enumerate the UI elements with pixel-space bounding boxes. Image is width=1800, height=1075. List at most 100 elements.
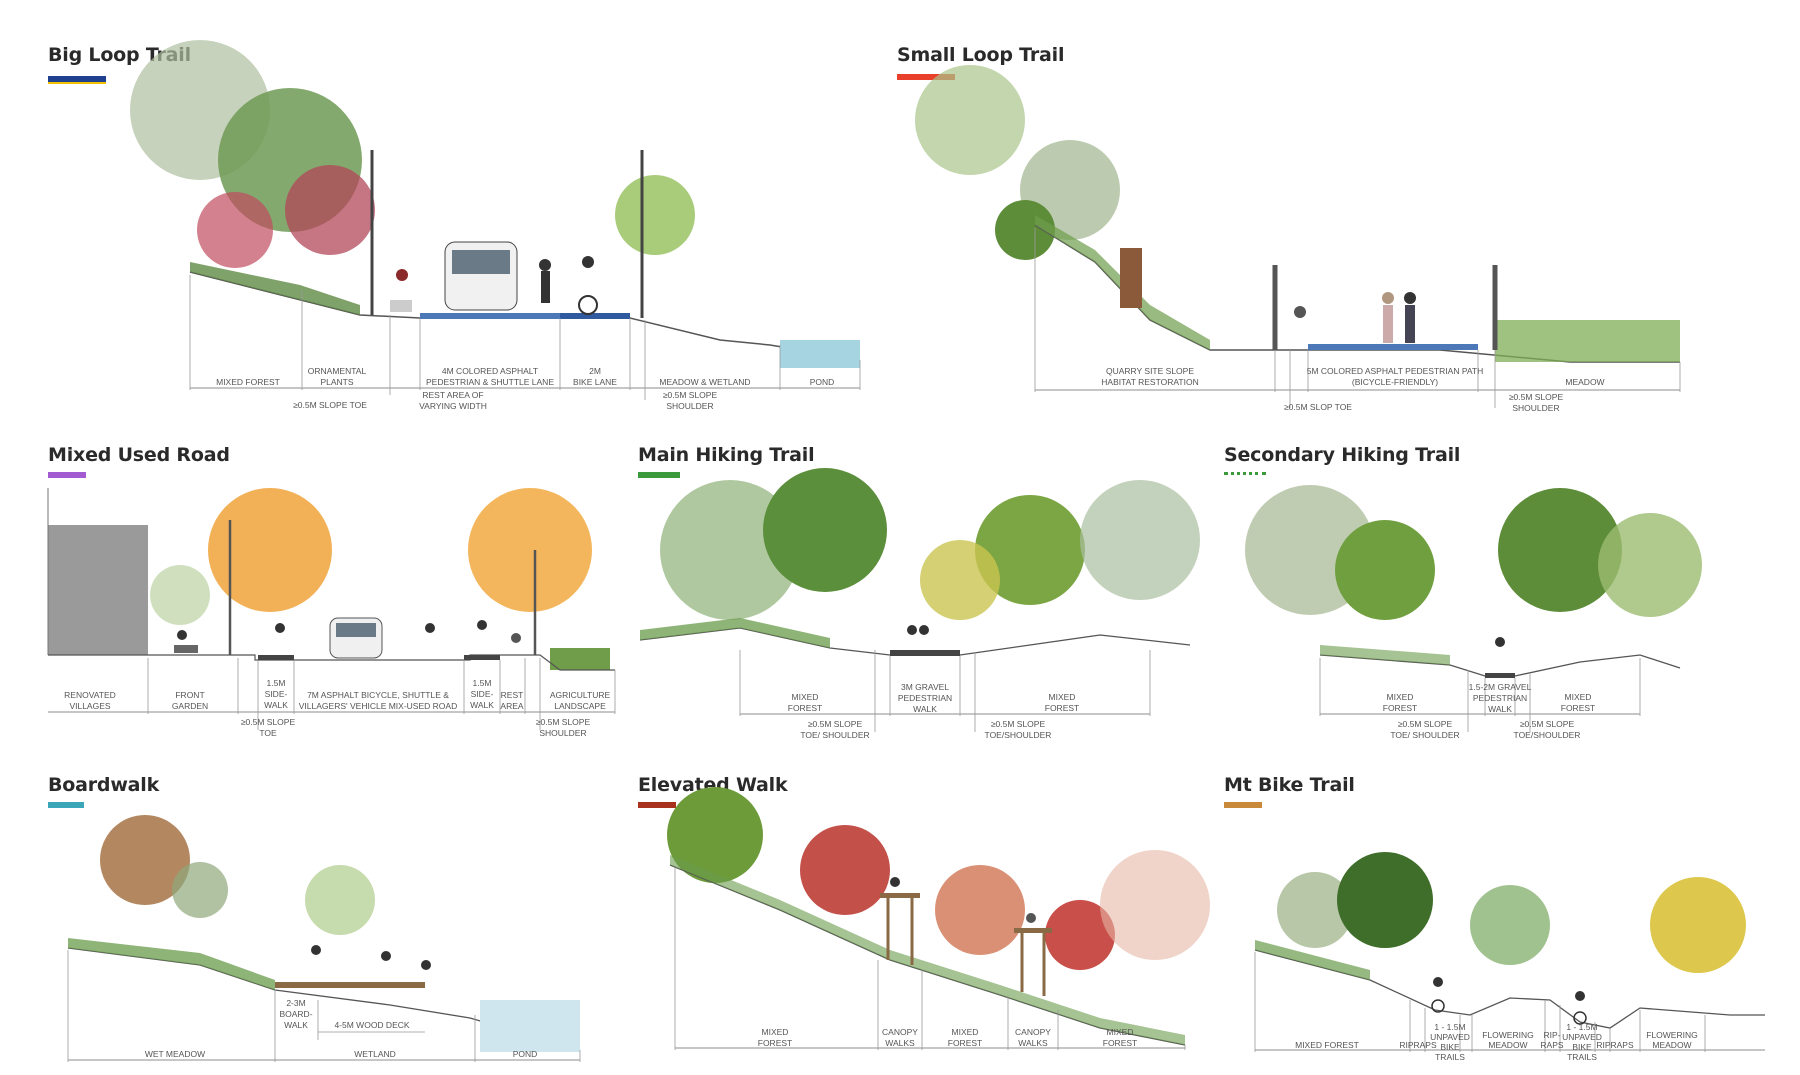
legend-swatch — [1224, 472, 1266, 475]
person — [890, 877, 900, 887]
dimension-label: MEADOW & WETLAND — [659, 377, 750, 387]
dimension-label: ≥0.5M SLOPE — [1509, 392, 1564, 402]
dimension-label: SHOULDER — [666, 401, 713, 411]
tree — [1100, 850, 1210, 960]
tree — [1080, 480, 1200, 600]
person — [907, 625, 917, 635]
tree — [1498, 488, 1622, 612]
person — [1026, 913, 1036, 923]
vegetation-band — [190, 262, 360, 315]
dimension-label: WALKS — [1018, 1038, 1048, 1048]
mt-bike-section-drawing: MIXED FOREST RIPRAPS 1 - 1.5M UNPAVED BI… — [1254, 852, 1765, 1062]
small-loop-section-drawing: QUARRY SITE SLOPE HABITAT RESTORATION 5M… — [915, 65, 1681, 413]
vegetation-band — [68, 938, 275, 990]
legend-swatch — [1224, 802, 1262, 808]
dimension-label: VILLAGERS' VEHICLE MIX-USED ROAD — [299, 701, 457, 711]
section-title: Boardwalk — [48, 774, 160, 796]
shuttle-window — [336, 623, 376, 637]
dimension-label: FLOWERING — [1646, 1030, 1697, 1040]
dimension-label: GARDEN — [172, 701, 208, 711]
tree — [150, 565, 210, 625]
dimension-label: PEDESTRIAN — [898, 693, 952, 703]
dimension-label: SIDE- — [471, 689, 494, 699]
dimension-label: MIXED — [1387, 692, 1414, 702]
dimension-label: TOE — [259, 728, 277, 738]
dimension-label: ≥0.5M SLOP TOE — [1284, 402, 1352, 412]
person — [311, 945, 321, 955]
dimension-label: MIXED FOREST — [216, 377, 280, 387]
person — [1294, 306, 1306, 318]
person — [1404, 292, 1416, 304]
dimension-label: MEADOW — [1488, 1040, 1527, 1050]
legend-swatch — [897, 74, 955, 80]
dimension-label: 7M ASPHALT BICYCLE, SHUTTLE & — [307, 690, 449, 700]
legend-swatch — [48, 802, 84, 808]
tree — [305, 865, 375, 935]
dimension-label: BIKE — [1440, 1042, 1460, 1052]
dimension-label: TRAILS — [1567, 1052, 1597, 1062]
dimension-label: REST — [501, 690, 524, 700]
dimension-label: RIPRAPS — [1399, 1040, 1437, 1050]
dimension-label: ≥0.5M SLOPE — [1520, 719, 1575, 729]
dimension-label: MEADOW — [1565, 377, 1604, 387]
panel-main-hiking-trail: Main Hiking Trail MIXED FOREST 3M GRAVEL… — [630, 430, 1220, 750]
dimension-label: REST AREA OF — [422, 390, 483, 400]
section-title: Mixed Used Road — [48, 444, 230, 466]
dimension-label: RIP- — [1544, 1030, 1561, 1040]
vegetation-band — [1320, 645, 1450, 665]
section-title: Secondary Hiking Trail — [1224, 444, 1461, 466]
tree — [1335, 520, 1435, 620]
bike-lane — [560, 313, 630, 319]
dimension-label: HABITAT RESTORATION — [1101, 377, 1198, 387]
person — [1405, 305, 1415, 343]
person — [1382, 292, 1394, 304]
dimension-label: RIPRAPS — [1596, 1040, 1634, 1050]
main-hiking-section-drawing: MIXED FOREST 3M GRAVEL PEDESTRIAN WALK M… — [639, 468, 1200, 740]
tree — [1337, 852, 1433, 948]
tree — [920, 540, 1000, 620]
dimension-label: ≥0.5M SLOPE — [536, 717, 591, 727]
dimension-label: ≥0.5M SLOPE — [808, 719, 863, 729]
dimension-label: 5M COLORED ASPHALT PEDESTRIAN PATH — [1307, 366, 1484, 376]
dimension-label: 1 - 1.5M — [1566, 1022, 1597, 1032]
asphalt-lane — [420, 313, 560, 319]
dimension-label: SHOULDER — [539, 728, 586, 738]
dimension-label: FOREST — [1383, 703, 1417, 713]
dimension-label: MIXED — [762, 1027, 789, 1037]
person — [477, 620, 487, 630]
dimension-label: BIKE LANE — [573, 377, 617, 387]
person — [421, 960, 431, 970]
dimension-label: TOE/ SHOULDER — [1390, 730, 1459, 740]
gravel-walk — [1485, 673, 1515, 678]
dimension-label: VARYING WIDTH — [419, 401, 487, 411]
panel-mixed-used-road: Mixed Used Road RENOVATED VILLAGES FR — [0, 430, 630, 750]
dimension-label: MIXED — [1049, 692, 1076, 702]
pond — [780, 340, 860, 368]
dimension-label: FOREST — [788, 703, 822, 713]
tree — [763, 468, 887, 592]
ground-profile — [48, 654, 615, 671]
person — [511, 633, 521, 643]
dimension-label: CANOPY — [1015, 1027, 1051, 1037]
meadow-band — [1495, 320, 1680, 362]
person — [425, 623, 435, 633]
pond — [480, 1000, 580, 1052]
dimension-label: WALK — [913, 704, 937, 714]
tree — [1045, 900, 1115, 970]
dimension-label: MIXED — [1565, 692, 1592, 702]
dimension-label: 1 - 1.5M — [1434, 1022, 1465, 1032]
tree — [285, 165, 375, 255]
boardwalk-deck — [275, 982, 425, 988]
legend-swatch — [48, 76, 106, 84]
dimension-label: 1.5-2M GRAVEL — [1469, 682, 1532, 692]
legend-swatch — [48, 472, 86, 478]
elevated-walk-section-drawing: MIXED FOREST CANOPY WALKS MIXED FOREST C… — [667, 787, 1210, 1050]
dimension-label: LANDSCAPE — [554, 701, 606, 711]
tree — [975, 495, 1085, 605]
ground-profile — [1254, 949, 1765, 1029]
dimension-label: BIKE — [1572, 1042, 1592, 1052]
vegetation-band — [670, 855, 1185, 1045]
legend-swatch — [638, 802, 676, 808]
dimension-label: PLANTS — [320, 377, 353, 387]
person — [1383, 305, 1393, 343]
